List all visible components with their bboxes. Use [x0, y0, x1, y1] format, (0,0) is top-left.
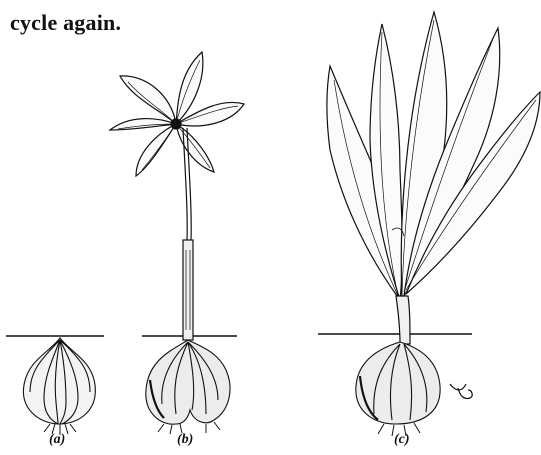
stem-c [396, 296, 410, 344]
stem-b [183, 128, 193, 340]
bulb-a [23, 338, 95, 435]
caption-c: (c) [394, 432, 410, 448]
bulb-c [356, 342, 440, 436]
signature-mark [450, 384, 472, 399]
bulb-b [146, 340, 230, 434]
caption-a: (a) [49, 432, 65, 448]
leaves-c [327, 12, 540, 300]
caption-b: (b) [177, 432, 193, 448]
flower-b [110, 52, 244, 176]
